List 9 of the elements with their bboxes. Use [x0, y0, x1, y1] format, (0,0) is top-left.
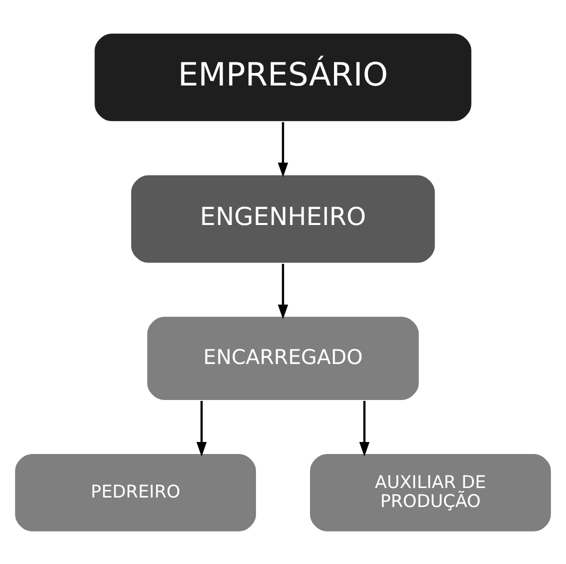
- arrow: [278, 263, 288, 319]
- node-box: AUXILIAR DE PRODUÇÃO: [308, 452, 552, 532]
- arrow: [278, 122, 288, 177]
- node-box: EMPRESÁRIO: [93, 32, 473, 122]
- arrow: [196, 400, 207, 456]
- node-box: ENGENHEIRO: [130, 173, 436, 264]
- node-box: ENCARREGADO: [146, 314, 420, 401]
- node-box: PEDREIRO: [14, 452, 258, 532]
- arrow: [359, 400, 370, 456]
